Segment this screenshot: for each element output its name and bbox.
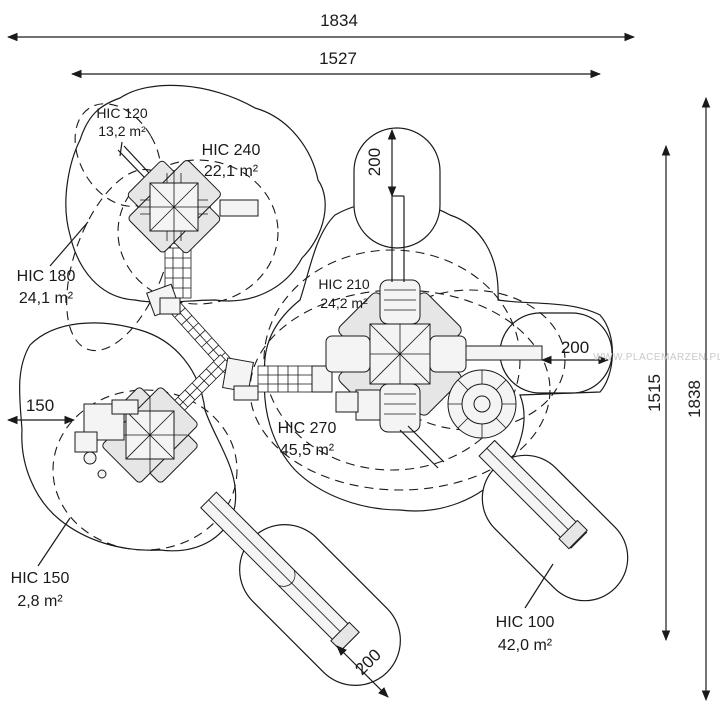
spiral-slide — [447, 369, 517, 439]
impact-area-hic240 — [117, 159, 279, 305]
dimension-lines: 1834 1527 1515 1838 200 200 150 200 — [6, 11, 711, 702]
impact-area-hic120 — [74, 103, 162, 207]
dim-clearance-left: 150 — [26, 396, 54, 415]
dim-total-width: 1834 — [320, 11, 358, 30]
label-hic210-area: 24,2 m² — [320, 295, 368, 311]
label-hic210-title: HIC 210 — [318, 276, 370, 292]
label-hic120-title: HIC 120 — [96, 105, 148, 121]
dim-inner-width: 1527 — [319, 49, 357, 68]
dim-clearance-top: 200 — [365, 148, 384, 176]
tower-top-left — [127, 160, 221, 254]
label-hic150-title: HIC 150 — [11, 570, 70, 587]
label-hic240-title: HIC 240 — [202, 142, 261, 159]
dim-total-height: 1838 — [685, 380, 704, 418]
leader-lines — [37, 141, 554, 609]
label-hic270-area: 45,5 m² — [280, 442, 335, 459]
label-hic100-title: HIC 100 — [496, 614, 555, 631]
label-hic180-title: HIC 180 — [17, 268, 76, 285]
label-hic180-area: 24,1 m² — [19, 290, 74, 307]
tower-left — [74, 387, 198, 483]
label-hic270-title: HIC 270 — [278, 420, 337, 437]
play-structure — [74, 145, 588, 652]
impact-area-hic150 — [52, 389, 238, 551]
label-hic240-area: 22,1 m² — [204, 163, 259, 180]
dim-inner-height: 1515 — [645, 374, 664, 412]
tower-right — [325, 279, 468, 433]
zone-labels: HIC 120 13,2 m² HIC 240 22,1 m² HIC 180 … — [11, 105, 555, 654]
dim-clearance-right: 200 — [561, 338, 589, 357]
label-hic120-area: 13,2 m² — [98, 123, 146, 139]
label-hic100-area: 42,0 m² — [498, 637, 553, 654]
impact-area-hic180 — [66, 168, 174, 352]
label-hic150-area: 2,8 m² — [17, 593, 63, 610]
watermark: WWW.PLACEMARZEN.PL — [593, 352, 720, 363]
safety-zone-top-capsule — [353, 127, 441, 249]
